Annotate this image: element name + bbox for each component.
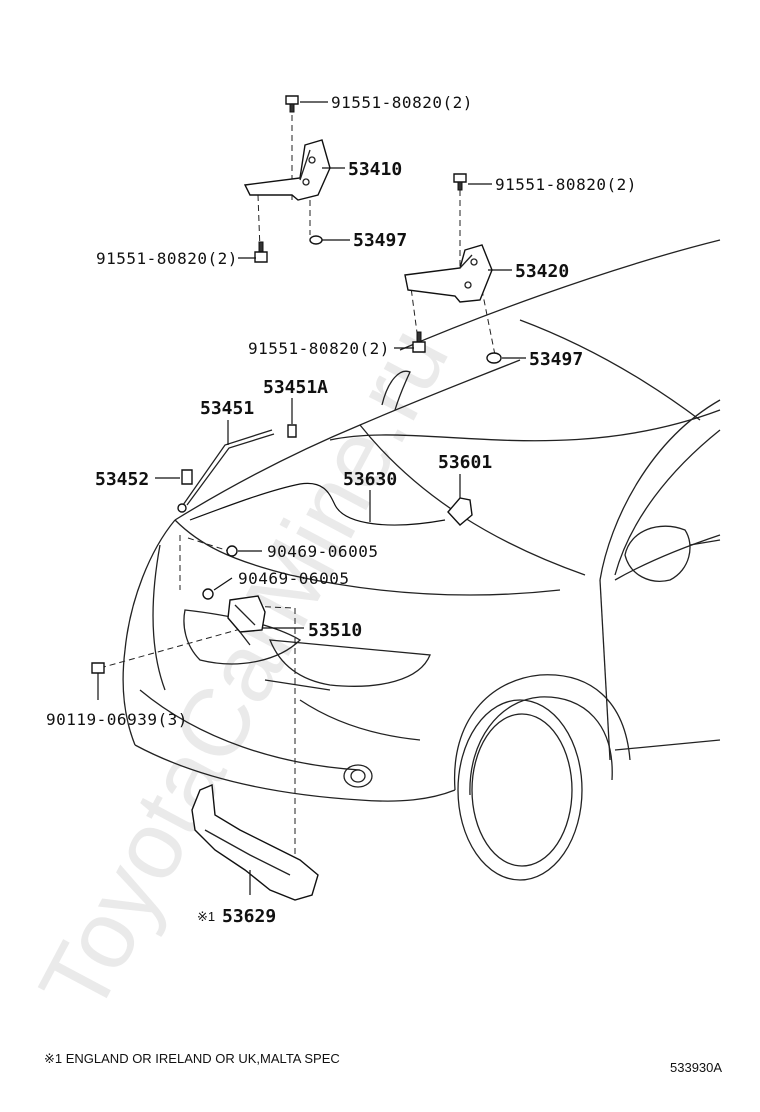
illustration-id: 533930A — [670, 1060, 722, 1075]
leader-lines — [97, 101, 526, 895]
label-rod-clip[interactable]: 53452 — [95, 469, 149, 490]
bolt-icon-top-rh — [453, 173, 467, 191]
label-release-lever[interactable]: 53601 — [438, 452, 492, 473]
bolt-icon-top-lh — [285, 95, 299, 113]
hood-hinge-lh — [243, 139, 331, 201]
hood-release-lever-icon — [447, 497, 473, 526]
clip-icon-2 — [202, 588, 214, 600]
label-lock-cover-mark: ※1 — [197, 909, 215, 924]
lock-bolt-icon — [91, 662, 105, 674]
label-lock-cover[interactable]: 53629 — [222, 906, 276, 927]
label-lock-assy[interactable]: 53510 — [308, 620, 362, 641]
footnote-text: ※1 ENGLAND OR IRELAND OR UK,MALTA SPEC — [44, 1051, 340, 1066]
label-release-cable[interactable]: 53630 — [343, 469, 397, 490]
label-clip-1[interactable]: 90469-06005 — [267, 542, 378, 561]
label-bolt-top-1[interactable]: 91551-80820(2) — [331, 93, 473, 112]
rod-clip-icon — [181, 469, 193, 485]
car-body-outline — [122, 239, 721, 881]
hood-hinge-rh — [404, 244, 493, 303]
cushion-icon-rh — [486, 352, 502, 364]
label-bolt-left-1[interactable]: 91551-80820(2) — [96, 249, 238, 268]
hood-release-cable — [189, 482, 446, 526]
bolt-icon-lower-rh — [412, 331, 426, 353]
clip-icon-1 — [226, 545, 238, 557]
hood-lock-assembly — [227, 595, 266, 646]
label-bolt-left-2[interactable]: 91551-80820(2) — [248, 339, 390, 358]
label-support-rod[interactable]: 53451 — [200, 398, 254, 419]
label-hinge-rh[interactable]: 53420 — [515, 261, 569, 282]
label-bolt-lock[interactable]: 90119-06939(3) — [46, 710, 188, 729]
rod-holder-icon — [287, 424, 297, 438]
label-rod-holder[interactable]: 53451A — [263, 377, 328, 398]
label-clip-2[interactable]: 90469-06005 — [238, 569, 349, 588]
cushion-icon-lh — [309, 235, 323, 245]
label-cushion-1[interactable]: 53497 — [353, 230, 407, 251]
part-labels: 91551-80820(2) 53410 91551-80820(2) 5349… — [46, 93, 637, 927]
bolt-icon-lower-lh — [254, 241, 268, 263]
label-bolt-top-2[interactable]: 91551-80820(2) — [495, 175, 637, 194]
label-cushion-2[interactable]: 53497 — [529, 349, 583, 370]
hood-lock-cover — [191, 783, 319, 901]
label-hinge-lh[interactable]: 53410 — [348, 159, 402, 180]
hood-support-rod — [177, 429, 275, 513]
